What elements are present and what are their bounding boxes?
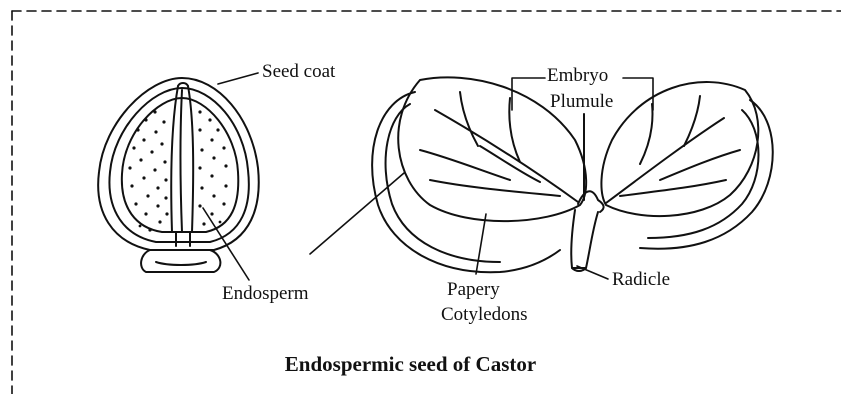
figure-caption: Endospermic seed of Castor xyxy=(0,352,841,377)
seed-section xyxy=(98,78,259,272)
seed-coat-pointer xyxy=(218,73,258,84)
label-papery: Papery xyxy=(447,280,500,300)
label-seed-coat: Seed coat xyxy=(262,62,335,82)
label-endosperm: Endosperm xyxy=(222,284,309,304)
endosperm-stipple xyxy=(128,110,227,231)
papery-pointer xyxy=(310,173,404,254)
label-radicle: Radicle xyxy=(612,270,670,290)
label-embryo: Embryo xyxy=(547,66,608,86)
embryo-axis xyxy=(571,210,598,268)
caption-text: Endospermic seed of Castor xyxy=(285,352,536,376)
cotyledons-pointer xyxy=(476,214,486,274)
caruncle xyxy=(141,250,220,272)
endosperm-right-half xyxy=(640,100,773,249)
radicle-pointer xyxy=(577,266,608,279)
label-cotyledons: Cotyledons xyxy=(441,305,528,325)
label-plumule: Plumule xyxy=(550,92,613,112)
